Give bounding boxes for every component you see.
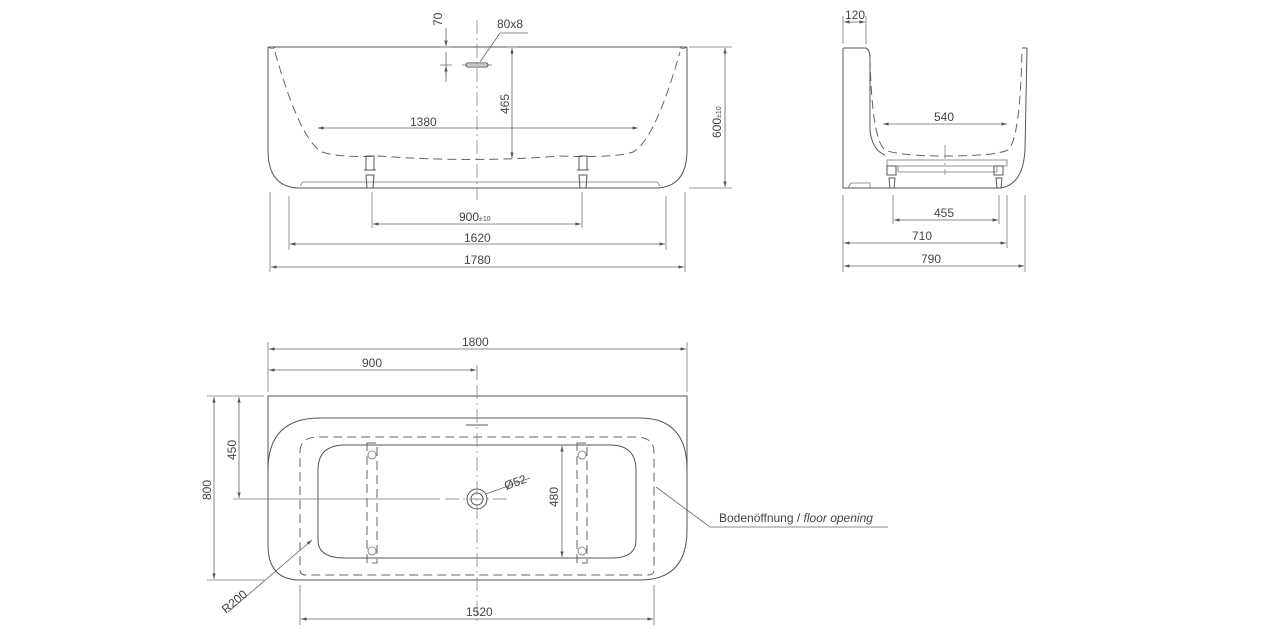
plan-inner-basin <box>317 444 637 559</box>
dim-800: 800 <box>200 480 214 500</box>
front-tub-outline <box>267 47 688 189</box>
side-foot-left <box>886 165 897 189</box>
dim-r200: R200 <box>219 587 250 616</box>
dim-1520: 1520 <box>466 605 493 619</box>
front-foot-right <box>577 155 589 189</box>
front-base-line <box>299 181 661 187</box>
side-back-wall <box>843 47 886 156</box>
plan-rail-right <box>576 442 588 564</box>
dim-1620: 1620 <box>464 231 491 245</box>
dim-120: 120 <box>845 8 865 22</box>
dim-1780: 1780 <box>464 253 491 267</box>
side-base-frame <box>886 159 1008 167</box>
dim-790: 790 <box>921 252 941 266</box>
side-inner-basin <box>869 49 1023 157</box>
dim-450: 450 <box>225 440 239 460</box>
plan-view: Ø52 1800 900 800 450 480 R200 1520 <box>200 335 888 625</box>
dim-600: 600±10 <box>710 106 724 138</box>
dim-d52: Ø52 <box>502 472 528 493</box>
front-foot-left <box>364 155 376 189</box>
plan-back-wall <box>267 395 688 581</box>
dim-1800: 1800 <box>462 335 489 349</box>
dim-710: 710 <box>912 229 932 243</box>
dim-480: 480 <box>547 487 561 507</box>
front-view: 70 80x8 465 1380 600±10 900±10 1620 <box>267 12 732 272</box>
dim-1380: 1380 <box>410 115 437 129</box>
dim-465: 465 <box>498 94 512 114</box>
label-floor-opening: Bodenöffnung / floor opening <box>719 511 873 525</box>
side-view: 120 540 455 710 790 <box>842 8 1028 272</box>
side-foot-right <box>993 165 1004 189</box>
plan-rail-left <box>366 442 378 564</box>
dim-900-drain: 900 <box>362 356 382 370</box>
dim-70: 70 <box>431 12 445 26</box>
dim-540: 540 <box>934 110 954 124</box>
front-inner-basin <box>274 51 681 160</box>
dim-455: 455 <box>934 206 954 220</box>
plan-rim <box>267 417 688 471</box>
dim-80x8: 80x8 <box>497 17 523 31</box>
dim-900-feet: 900±10 <box>459 210 491 224</box>
plan-floor-opening <box>299 436 655 576</box>
